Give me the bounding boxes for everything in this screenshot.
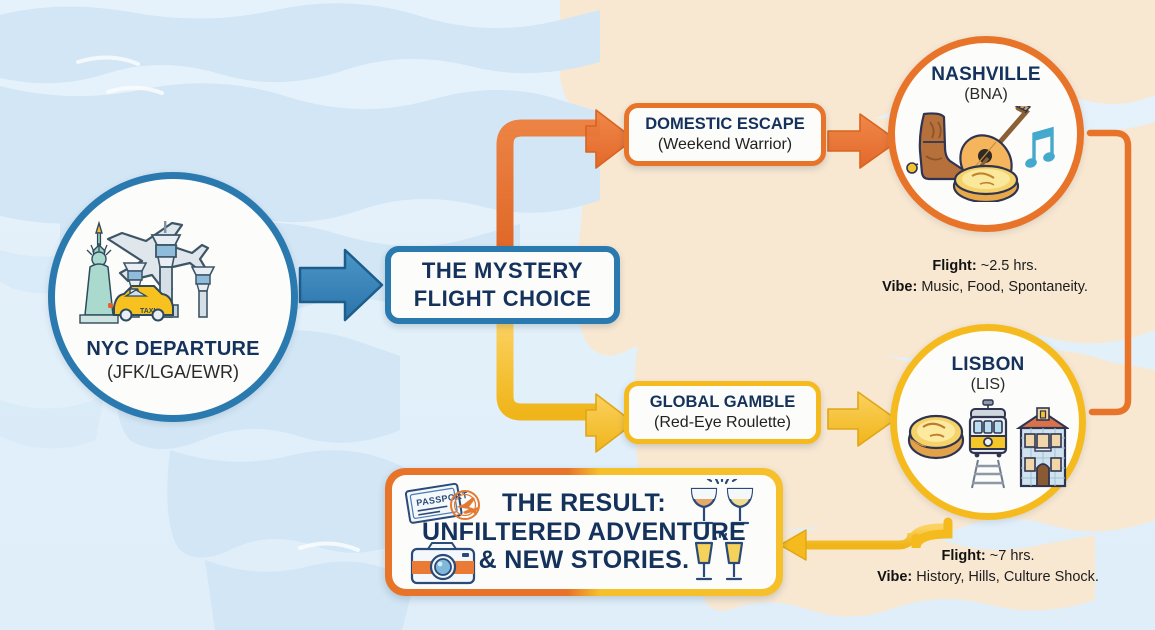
- azulejo-building-icon: [1015, 406, 1069, 487]
- lisbon-title: LISBON: [951, 354, 1025, 375]
- nashville-vibe-label: Vibe:: [882, 279, 918, 296]
- taxi-icon: TAXI: [107, 285, 174, 322]
- control-tower-icon-small-right: [190, 266, 215, 318]
- departure-subtitle: (JFK/LGA/EWR): [106, 362, 239, 382]
- nashville-flight-label: Flight:: [932, 258, 977, 274]
- arrow-decision-to-global: [496, 324, 635, 453]
- result-line-1: THE RESULT:: [502, 489, 666, 518]
- pastel-de-nata-icon: [907, 414, 965, 459]
- node-lisbon[interactable]: LISBON (LIS): [890, 324, 1086, 520]
- nashville-icon-cluster: [906, 105, 1055, 202]
- arrow-decision-to-domestic: [496, 109, 635, 248]
- lisbon-vibe-label: Vibe:: [877, 569, 913, 586]
- lisbon-flight-label: Flight:: [941, 548, 986, 564]
- lisbon-icon-cluster: [907, 398, 1069, 488]
- decision-line-2: FLIGHT CHOICE: [413, 286, 592, 311]
- node-result[interactable]: PASSPORT: [385, 468, 783, 596]
- node-nashville[interactable]: NASHVILLE (BNA): [888, 36, 1084, 232]
- arrow-departure-to-decision: [298, 248, 384, 322]
- node-mystery-flight-choice[interactable]: THE MYSTERY FLIGHT CHOICE: [385, 246, 620, 324]
- lisbon-caption: Flight: ~7 hrs. Vibe: History, Hills, Cu…: [838, 546, 1138, 588]
- arrow-global-to-lisbon: [827, 391, 897, 447]
- nashville-title: NASHVILLE: [931, 64, 1041, 85]
- decision-line-1: THE MYSTERY: [421, 258, 584, 283]
- result-text-block: THE RESULT: UNFILTERED ADVENTURE & NEW S…: [422, 489, 746, 575]
- passport-icon: PASSPORT: [404, 482, 480, 524]
- nashville-caption: Flight: ~2.5 hrs. Vibe: Music, Food, Spo…: [850, 256, 1120, 298]
- nashville-vibe-value: Music, Food, Spontaneity.: [921, 279, 1088, 296]
- nashville-flight-value: ~2.5 hrs.: [980, 258, 1038, 274]
- svg-text:TAXI: TAXI: [140, 308, 155, 315]
- pie-icon: [952, 164, 1020, 202]
- camera-icon: [410, 542, 476, 585]
- global-title: GLOBAL GAMBLE: [649, 393, 796, 411]
- lisbon-flight-value: ~7 hrs.: [989, 548, 1035, 564]
- result-line-3: & NEW STORIES.: [478, 546, 690, 575]
- node-nyc-departure[interactable]: TAXI NYC DEPARTURE (JFK/LGA/EWR): [48, 172, 298, 422]
- node-global-gamble[interactable]: GLOBAL GAMBLE (Red-Eye Roulette): [624, 381, 821, 444]
- tram-icon: [968, 398, 1008, 488]
- departure-icon-cluster: TAXI: [78, 220, 215, 324]
- global-subtitle: (Red-Eye Roulette): [654, 414, 791, 431]
- champagne-cheers-icon: [694, 533, 744, 581]
- wine-cheers-icon: [690, 479, 754, 525]
- result-line-2: UNFILTERED ADVENTURE: [421, 517, 747, 546]
- domestic-subtitle: (Weekend Warrior): [657, 136, 793, 153]
- lisbon-vibe-value: History, Hills, Culture Shock.: [916, 569, 1099, 586]
- lisbon-code: (LIS): [970, 375, 1006, 393]
- arrow-domestic-to-nashville: [827, 113, 899, 169]
- connector-nashville-to-lisbon: [1086, 129, 1132, 416]
- node-domestic-escape[interactable]: DOMESTIC ESCAPE (Weekend Warrior): [624, 103, 826, 166]
- cowboy-boot-icon: [906, 111, 969, 180]
- departure-title: NYC DEPARTURE: [86, 338, 260, 360]
- nashville-code: (BNA): [964, 85, 1008, 103]
- music-note-icon: [1025, 126, 1055, 168]
- domestic-title: DOMESTIC ESCAPE: [645, 115, 805, 133]
- arrow-lisbon-to-result: [779, 517, 953, 561]
